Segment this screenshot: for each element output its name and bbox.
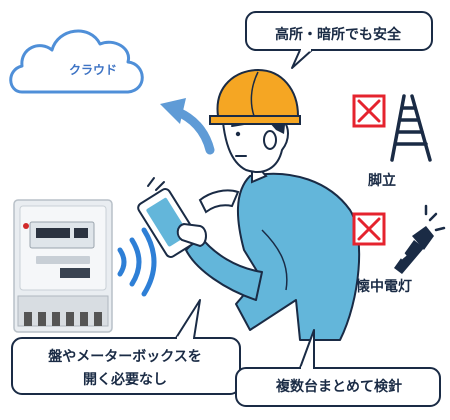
bubble-multi — [235, 329, 441, 407]
ladder-prohibited — [352, 94, 432, 162]
bubble-no-open — [11, 299, 241, 395]
signal-waves-icon — [117, 227, 157, 297]
smartphone-icon — [137, 177, 240, 258]
no-open-caption: 盤やメーターボックスを 開く必要なし — [20, 346, 230, 392]
flashlight-prohibited — [352, 204, 446, 274]
bubble-safety — [245, 11, 433, 69]
ladder-label: 脚立 — [368, 173, 396, 189]
ladder-icon — [390, 94, 432, 162]
no-open-caption-line2: 開く必要なし — [83, 372, 167, 388]
worker-figure — [185, 68, 361, 341]
no-open-caption-line1: 盤やメーターボックスを — [48, 349, 202, 365]
cloud-icon — [9, 29, 144, 94]
cloud-label: クラウド — [68, 63, 117, 77]
safety-caption: 高所・暗所でも安全 — [275, 27, 401, 43]
upload-arrow-icon — [160, 98, 215, 155]
multi-reading-caption: 複数台まとめて検針 — [276, 379, 402, 395]
flashlight-label: 懐中電灯 — [356, 279, 412, 295]
smart-meter-icon — [13, 199, 113, 333]
flashlight-icon — [394, 204, 446, 274]
